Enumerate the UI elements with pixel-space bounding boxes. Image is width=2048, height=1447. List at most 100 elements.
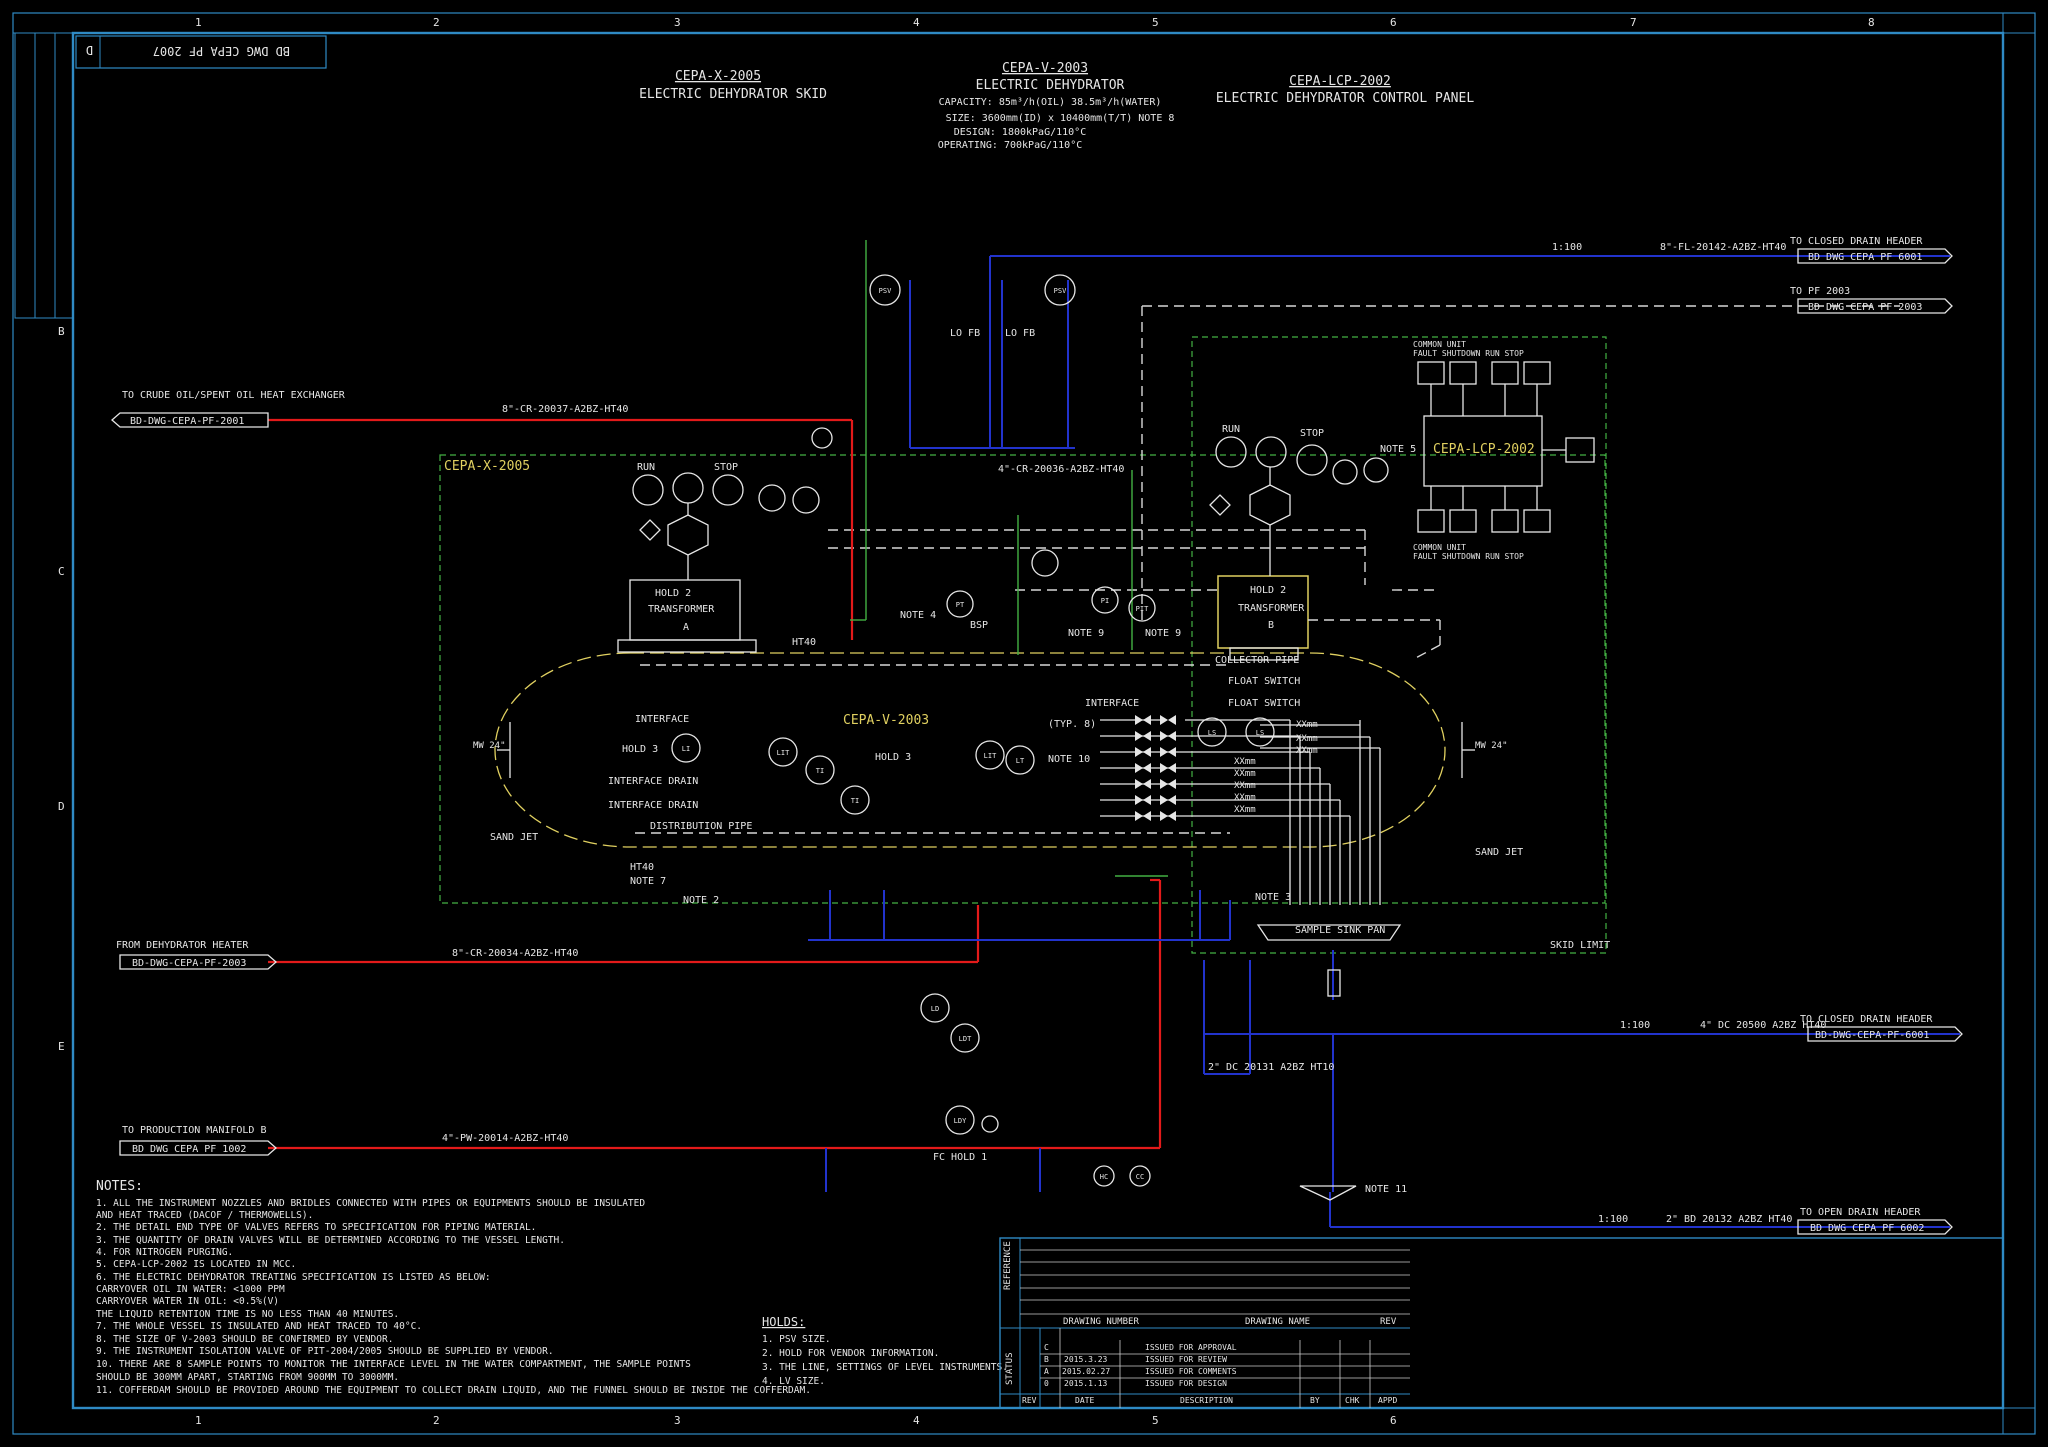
svg-text:2: 2 [433,1414,440,1427]
svg-text:B: B [58,325,65,338]
control-panel: CEPA-LCP-2002 COMMON UNIT FAULT SHUTDOWN… [1413,340,1595,561]
vessel-design: DESIGN: 1800kPaG/110°C [954,127,1086,138]
vessel-capacity: CAPACITY: 85m³/h(OIL) 38.5m³/h(WATER) [939,97,1162,108]
svg-text:BD-DWG-CEPA-PF-2001: BD-DWG-CEPA-PF-2001 [130,416,244,427]
svg-text:XXmm: XXmm [1234,757,1256,767]
svg-text:BD DWG CEPA PF 6002: BD DWG CEPA PF 6002 [1810,1223,1924,1234]
svg-text:INTERFACE: INTERFACE [635,714,689,725]
svg-text:TO PRODUCTION MANIFOLD B: TO PRODUCTION MANIFOLD B [122,1125,267,1136]
svg-text:NOTE 9: NOTE 9 [1068,628,1104,639]
svg-text:TRANSFORMER: TRANSFORMER [1238,603,1305,614]
svg-text:3. THE LINE, SETTINGS OF LEVEL: 3. THE LINE, SETTINGS OF LEVEL INSTRUMEN… [762,1362,1008,1373]
sample-valves [1135,715,1176,821]
svg-text:ISSUED FOR DESIGN: ISSUED FOR DESIGN [1145,1379,1227,1388]
sample-point-lines [1100,719,1381,905]
svg-text:ISSUED FOR COMMENTS: ISSUED FOR COMMENTS [1145,1367,1237,1376]
svg-text:4. LV SIZE.: 4. LV SIZE. [762,1376,825,1387]
svg-text:11. COFFERDAM SHOULD BE PROVID: 11. COFFERDAM SHOULD BE PROVIDED AROUND … [96,1385,811,1396]
instrument-tags: PSV PSV PT PI PIT LI LIT TI TI LIT LT LS… [682,287,1264,1181]
svg-text:XXmm: XXmm [1234,781,1256,791]
svg-text:8: 8 [1868,16,1875,29]
hs-cluster-right [1209,436,1389,576]
holds-title: HOLDS: [762,1315,805,1329]
line-numbers: 8"-CR-20037-A2BZ-HT40 8"-CR-20034-A2BZ-H… [442,242,1826,1225]
vessel-label: CEPA-V-2003 [843,713,929,728]
svg-text:INTERFACE DRAIN: INTERFACE DRAIN [608,776,698,787]
svg-text:1:100: 1:100 [1620,1020,1650,1031]
svg-text:XXmm: XXmm [1296,734,1318,744]
svg-text:A: A [1044,1367,1049,1376]
outer-frame [12,12,2036,1435]
svg-text:LD: LD [931,1005,939,1013]
svg-text:DRAWING NUMBER: DRAWING NUMBER [1063,1317,1139,1327]
svg-text:CARRYOVER OIL IN WATER: <1000: CARRYOVER OIL IN WATER: <1000 PPM [96,1284,285,1295]
vessel-desc: ELECTRIC DEHYDRATOR [976,78,1125,93]
svg-text:FAULT SHUTDOWN RUN STOP: FAULT SHUTDOWN RUN STOP [1413,552,1524,561]
svg-text:MW 24": MW 24" [1475,741,1508,751]
svg-text:BD DWG CEPA PF 1002: BD DWG CEPA PF 1002 [132,1144,246,1155]
svg-text:HT40: HT40 [792,637,816,648]
svg-text:SAND JET: SAND JET [1475,847,1523,858]
utility-lines [850,240,1168,877]
svg-text:1:100: 1:100 [1552,242,1582,253]
svg-text:COMMON UNIT: COMMON UNIT [1413,543,1466,552]
transformer-b: HOLD 2 TRANSFORMER B [1217,575,1309,661]
vessel-operating: OPERATING: 700kPaG/110°C [938,140,1083,151]
svg-text:5: 5 [1152,16,1159,29]
panel-tag: CEPA-LCP-2002 [1289,74,1391,89]
grid-left: B C D E [58,325,65,1053]
svg-text:CHK: CHK [1345,1396,1360,1405]
svg-text:NOTE 7: NOTE 7 [630,876,666,887]
svg-text:D: D [58,800,65,813]
svg-text:FLOAT SWITCH: FLOAT SWITCH [1228,698,1300,709]
svg-text:PIT: PIT [1136,605,1149,613]
xxmm-labels: XXmm XXmm XXmm XXmm XXmm XXmm XXmm XXmm [1234,720,1318,815]
svg-text:COMMON UNIT: COMMON UNIT [1413,340,1466,349]
svg-text:XXmm: XXmm [1296,720,1318,730]
svg-text:NOTE 2: NOTE 2 [683,895,719,906]
svg-text:SHOULD BE 300MM APART, STARTIN: SHOULD BE 300MM APART, STARTING FROM 900… [96,1372,399,1383]
title-block: REFERENCE STATUS DRAWING NUMBER DRAWING … [999,1237,2004,1409]
svg-text:9. THE INSTRUMENT ISOLATION VA: 9. THE INSTRUMENT ISOLATION VALVE OF PIT… [96,1346,554,1357]
svg-text:C: C [1044,1343,1049,1352]
svg-text:REV: REV [1022,1396,1037,1405]
equipment-headers: CEPA-X-2005 ELECTRIC DEHYDRATOR SKID CEP… [639,61,1474,151]
svg-text:LT: LT [1016,757,1025,765]
grid-top: 1 2 3 4 5 6 7 8 [195,16,1875,29]
svg-text:(TYP. 8): (TYP. 8) [1048,719,1096,730]
svg-text:B: B [1044,1355,1049,1364]
svg-text:TRANSFORMER: TRANSFORMER [648,604,715,615]
svg-text:NOTE 4: NOTE 4 [900,610,936,621]
svg-text:2015.3.23: 2015.3.23 [1064,1355,1108,1364]
svg-text:INTERFACE DRAIN: INTERFACE DRAIN [608,800,698,811]
svg-text:MW 24": MW 24" [473,741,506,751]
svg-text:STATUS: STATUS [1005,1352,1015,1385]
svg-text:PSV: PSV [879,287,892,295]
svg-text:DESCRIPTION: DESCRIPTION [1180,1396,1233,1405]
svg-text:D: D [86,43,93,57]
svg-text:1: 1 [195,1414,202,1427]
svg-text:CC: CC [1136,1173,1144,1181]
vessel-size: SIZE: 3600mm(ID) x 10400mm(T/T) NOTE 8 [946,113,1175,124]
svg-text:REV: REV [1380,1317,1397,1327]
notes-title: NOTES: [96,1179,143,1194]
svg-text:FLOAT SWITCH: FLOAT SWITCH [1228,676,1300,687]
svg-text:DISTRIBUTION PIPE: DISTRIBUTION PIPE [650,821,752,832]
svg-text:PT: PT [956,601,965,609]
svg-text:TI: TI [851,797,859,805]
svg-text:SAND JET: SAND JET [490,832,538,843]
svg-text:4: 4 [913,16,920,29]
svg-text:2" BD 20132 A2BZ HT40: 2" BD 20132 A2BZ HT40 [1666,1214,1792,1225]
svg-text:LIT: LIT [777,749,790,757]
svg-text:C: C [58,565,65,578]
notes-list: 1. ALL THE INSTRUMENT NOZZLES AND BRIDLE… [96,1198,811,1396]
svg-text:HOLD 2: HOLD 2 [655,588,691,599]
svg-text:XXmm: XXmm [1234,793,1256,803]
svg-text:HOLD 3: HOLD 3 [622,744,658,755]
misc-labels: HT40 HT40 NOTE 7 NOTE 2 NOTE 3 NOTE 9 NO… [490,328,1523,1195]
svg-text:XXmm: XXmm [1296,746,1318,756]
svg-text:NOTE 10: NOTE 10 [1048,754,1090,765]
offpage-connectors: TO CRUDE OIL/SPENT OIL HEAT EXCHANGER BD… [111,236,1963,1235]
svg-text:FROM DEHYDRATOR HEATER: FROM DEHYDRATOR HEATER [116,940,249,951]
svg-text:BY: BY [1310,1396,1320,1405]
